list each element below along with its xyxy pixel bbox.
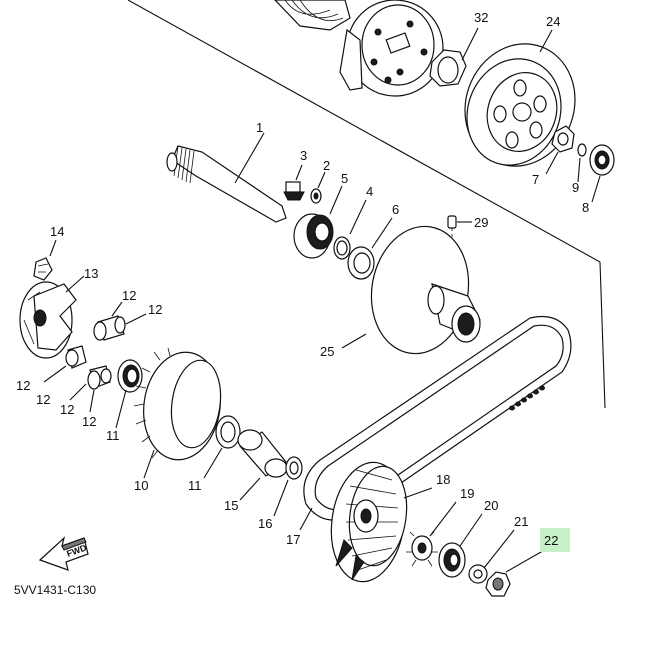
label-part-16: 16 [258, 516, 272, 531]
label-part-8: 8 [582, 200, 589, 215]
part-11-seal-mid [203, 415, 241, 479]
highlight-box-part-22 [540, 528, 570, 552]
part-18-fan-pulley [330, 461, 433, 583]
label-part-6: 6 [392, 202, 399, 217]
label-part-12-c: 12 [16, 378, 30, 393]
part-6-seal [347, 217, 393, 280]
parts-7-9-8 [545, 125, 615, 203]
part-5-bearing [293, 185, 343, 259]
label-part-24: 24 [546, 14, 560, 29]
label-part-32: 32 [474, 10, 488, 25]
label-part-14: 14 [50, 224, 64, 239]
label-part-29: 29 [474, 215, 488, 230]
part-10-primary-sheave [133, 347, 222, 479]
part-11-seal-left [115, 359, 143, 429]
label-part-12-d: 12 [36, 392, 50, 407]
label-part-17: 17 [286, 532, 300, 547]
part-21-washer [468, 529, 515, 584]
clutch-assembly [274, 0, 444, 97]
label-part-11-left: 11 [106, 428, 120, 443]
part-22-nut [485, 547, 549, 597]
label-part-21: 21 [514, 514, 528, 529]
label-part-22: 22 [544, 533, 558, 548]
label-part-15: 15 [224, 498, 238, 513]
label-part-9: 9 [572, 180, 579, 195]
label-part-12-f: 12 [82, 414, 96, 429]
part-13-ramp-plate [19, 275, 85, 359]
label-part-12-b: 12 [148, 302, 162, 317]
label-part-13: 13 [84, 266, 98, 281]
part-labels: 1 2 3 4 5 6 7 8 9 10 11 11 12 12 12 12 1… [16, 10, 589, 548]
label-part-5: 5 [341, 171, 348, 186]
label-part-3: 3 [300, 148, 307, 163]
part-12-rollers [43, 301, 147, 413]
part-24-clutch-housing [464, 29, 576, 167]
part-20-one-way-clutch [438, 513, 483, 578]
fwd-arrow: FWD [38, 536, 89, 571]
label-part-11-mid: 11 [188, 478, 202, 493]
part-1-shaft [166, 132, 287, 223]
label-part-1: 1 [256, 120, 263, 135]
label-part-7: 7 [532, 172, 539, 187]
label-part-12-e: 12 [60, 402, 74, 417]
part-14-clip [33, 239, 57, 281]
part-25-secondary-sheave [341, 225, 481, 355]
part-4-circlip [333, 199, 367, 260]
part-19-gear [406, 501, 457, 567]
part-32-nut [429, 27, 479, 87]
label-part-2: 2 [323, 158, 330, 173]
label-part-25: 25 [320, 344, 334, 359]
label-part-4: 4 [366, 184, 373, 199]
label-part-19: 19 [460, 486, 474, 501]
label-part-10: 10 [134, 478, 148, 493]
frame-lines [127, 0, 606, 409]
catalog-code: 5VV1431-C130 [14, 583, 96, 597]
belt-teeth [509, 385, 545, 411]
label-part-20: 20 [484, 498, 498, 513]
label-part-18: 18 [436, 472, 450, 487]
part-15-collar [237, 429, 288, 501]
label-part-12-a: 12 [122, 288, 136, 303]
parts-3-2 [283, 164, 326, 204]
part-16-washer [273, 456, 303, 517]
